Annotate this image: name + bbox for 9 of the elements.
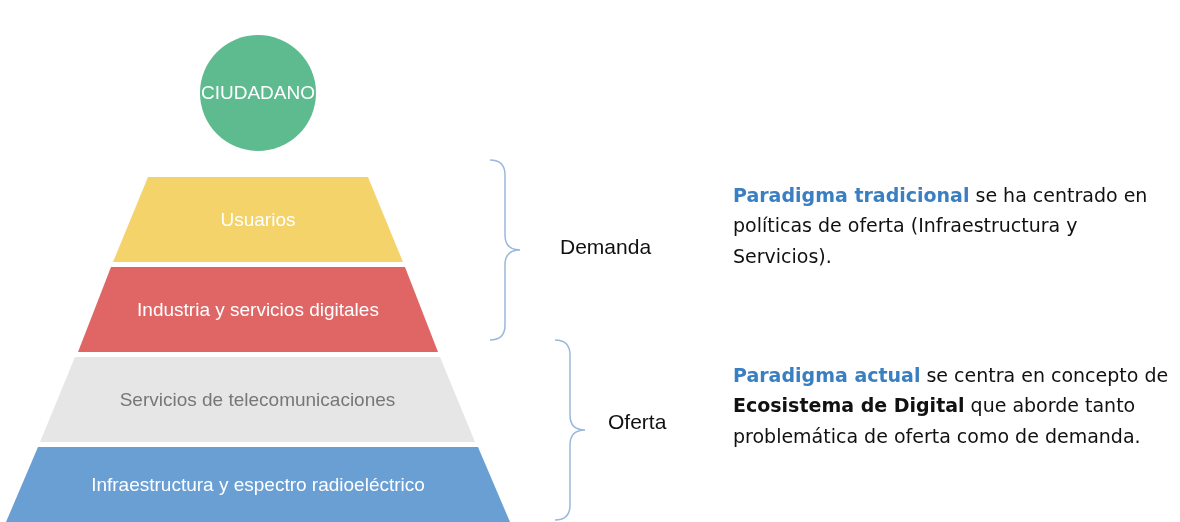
layer-label: CIUDADANO [201,82,315,104]
layer-label: Industria y servicios digitales [137,298,379,321]
bracket-label: Oferta [608,410,667,434]
description-paragraph: Paradigma tradicional se ha centrado en políticas de oferta (Infraestructura y Servicios). [733,183,1149,269]
description-paragraph: Paradigma actual se centra en concepto de Ecosistema de Digital que aborde tanto problemática de oferta como de demanda. [733,363,1170,449]
layer-label: Servicios de telecomunicaciones [119,388,396,411]
bracket-label: Demanda [560,235,652,259]
layer-label: Infraestructura y espectro radioeléctrico [91,473,425,496]
layer-label: Usuarios [220,208,296,231]
